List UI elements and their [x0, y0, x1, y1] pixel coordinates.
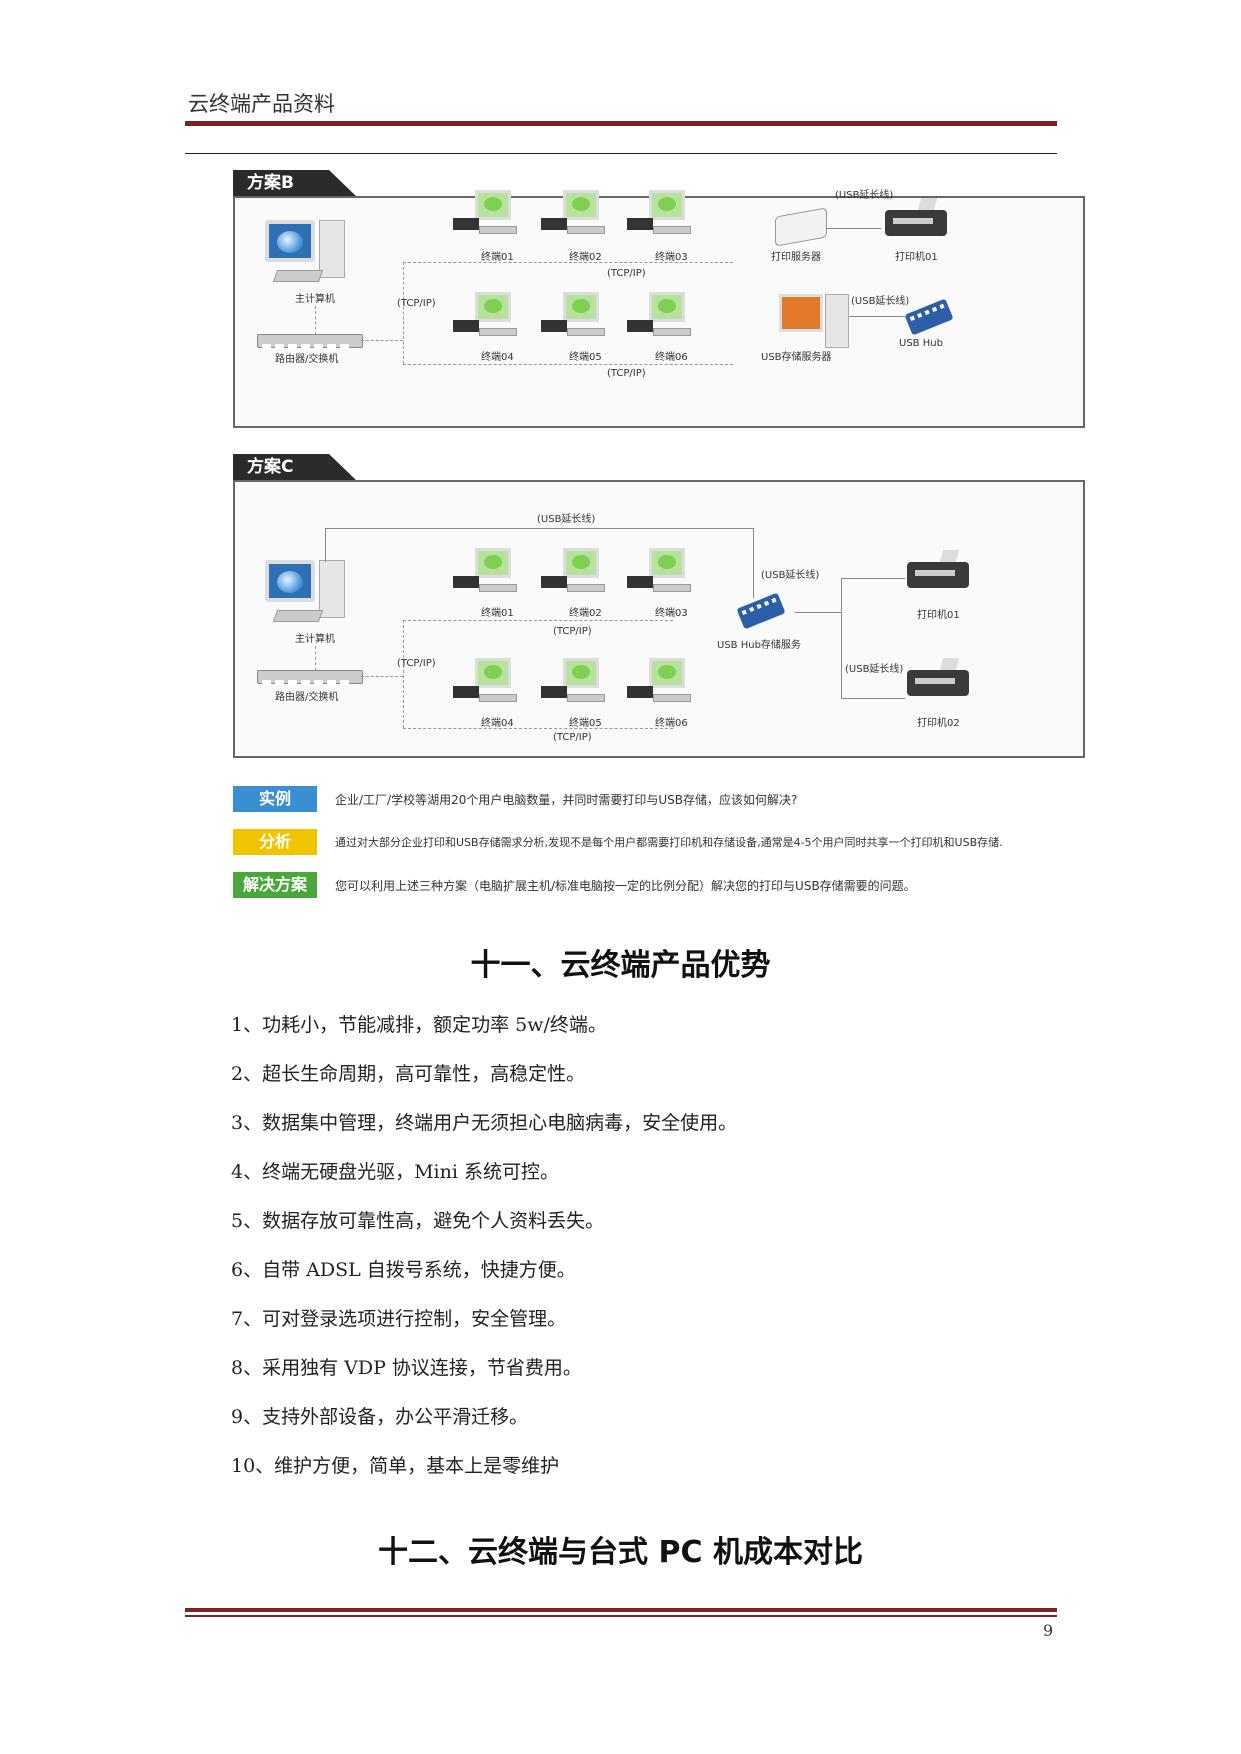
- case-row-analysis: 分析 通过对大部分企业打印和USB存储需求分析,发现不是每个用户都需要打印机和存…: [233, 829, 1093, 857]
- terminal-04-icon: [453, 658, 525, 714]
- usb-ext-label-1: (USB延长线): [835, 190, 894, 201]
- advantages-list: 1、功耗小，节能减排，额定功率 5w/终端。 2、超长生命周期，高可靠性，高稳定…: [231, 1010, 737, 1500]
- usb-storage-server-label: USB存储服务器: [761, 352, 832, 363]
- terminal-05-icon: [541, 292, 613, 348]
- list-item: 9、支持外部设备，办公平滑迁移。: [231, 1406, 529, 1428]
- section-11-title: 十一、云终端产品优势: [470, 948, 771, 983]
- printer-01-icon: [907, 550, 969, 588]
- terminal-06-icon: [627, 292, 699, 348]
- terminal-05-icon: [541, 658, 613, 714]
- case-tag-solution: 解决方案: [233, 872, 317, 898]
- terminal-03-icon: [627, 190, 699, 246]
- tcpip-left-label: (TCP/IP): [397, 298, 436, 309]
- terminal-01-label: 终端01: [481, 252, 514, 263]
- terminal-05-label: 终端05: [569, 718, 602, 729]
- terminal-02-label: 终端02: [569, 608, 602, 619]
- terminal-02-icon: [541, 548, 613, 604]
- usb-hub-icon: [904, 298, 954, 336]
- case-tag-example: 实例: [233, 786, 317, 812]
- list-item: 3、数据集中管理，终端用户无须担心电脑病毒，安全使用。: [231, 1112, 738, 1134]
- tcpip-mid-label: (TCP/IP): [607, 268, 646, 279]
- terminal-01-label: 终端01: [481, 608, 514, 619]
- printer-02-icon: [907, 658, 969, 696]
- list-item: 5、数据存放可靠性高，避免个人资料丢失。: [231, 1210, 605, 1232]
- print-server-label: 打印服务器: [771, 252, 821, 263]
- case-text-analysis: 通过对大部分企业打印和USB存储需求分析,发现不是每个用户都需要打印机和存储设备…: [335, 836, 1003, 849]
- tcpip-mid-label: (TCP/IP): [553, 626, 592, 637]
- header-rule-thick: [185, 121, 1057, 126]
- list-item: 2、超长生命周期，高可靠性，高稳定性。: [231, 1063, 586, 1085]
- printer-01-icon: [885, 198, 947, 236]
- usb-ext-label-2: (USB延长线): [851, 296, 910, 307]
- host-label: 主计算机: [295, 634, 335, 645]
- terminal-01-icon: [453, 190, 525, 246]
- terminal-04-label: 终端04: [481, 718, 514, 729]
- list-item: 1、功耗小，节能减排，额定功率 5w/终端。: [231, 1014, 607, 1036]
- list-item: 6、自带 ADSL 自拨号系统，快捷方便。: [231, 1259, 576, 1281]
- scheme-c-diagram: 主计算机 (USB延长线) 路由器/交换机 (TCP/IP) (TCP/IP) …: [233, 480, 1085, 758]
- tcpip-bottom-label: (TCP/IP): [607, 368, 646, 379]
- terminal-03-icon: [627, 548, 699, 604]
- terminal-05-label: 终端05: [569, 352, 602, 363]
- list-item: 10、维护方便，简单，基本上是零维护: [231, 1455, 560, 1477]
- scheme-b-diagram: 主计算机 路由器/交换机 (TCP/IP) (TCP/IP) (TCP/IP) …: [233, 190, 1085, 428]
- footer-rule-thick: [185, 1608, 1057, 1612]
- usb-hub-storage-icon: [736, 592, 786, 630]
- terminal-06-icon: [627, 658, 699, 714]
- terminal-04-label: 终端04: [481, 352, 514, 363]
- terminal-01-icon: [453, 548, 525, 604]
- case-text-solution: 您可以利用上述三种方案（电脑扩展主机/标准电脑按一定的比例分配）解决您的打印与U…: [335, 879, 916, 893]
- case-row-solution: 解决方案 您可以利用上述三种方案（电脑扩展主机/标准电脑按一定的比例分配）解决您…: [233, 872, 1093, 900]
- tcpip-left-label: (TCP/IP): [397, 658, 436, 669]
- tcpip-bottom-label: (TCP/IP): [553, 732, 592, 743]
- host-label: 主计算机: [295, 294, 335, 305]
- print-server-icon: [775, 207, 827, 247]
- document-header-title: 云终端产品资料: [188, 92, 335, 116]
- printer-02-label: 打印机02: [917, 718, 960, 729]
- header-rule-thin: [185, 153, 1057, 154]
- printer-01-label: 打印机01: [917, 610, 960, 621]
- terminal-06-label: 终端06: [655, 352, 688, 363]
- section-12-title: 十二、云终端与台式 PC 机成本对比: [378, 1535, 863, 1570]
- list-item: 7、可对登录选项进行控制，安全管理。: [231, 1308, 567, 1330]
- router-label: 路由器/交换机: [275, 354, 339, 365]
- terminal-03-label: 终端03: [655, 252, 688, 263]
- usb-ext-low-label: (USB延长线): [845, 664, 904, 675]
- list-item: 8、采用独有 VDP 协议连接，节省费用。: [231, 1357, 582, 1379]
- usb-hub-storage-label: USB Hub存储服务: [717, 640, 801, 651]
- usb-ext-mid-label: (USB延长线): [761, 570, 820, 581]
- page-number: 9: [1043, 1621, 1054, 1640]
- terminal-02-icon: [541, 190, 613, 246]
- terminal-02-label: 终端02: [569, 252, 602, 263]
- case-row-example: 实例 企业/工厂/学校等湖用20个用户电脑数量，并同时需要打印与USB存储，应该…: [233, 786, 1093, 814]
- scheme-b-tab: 方案B: [233, 170, 357, 197]
- case-tag-analysis: 分析: [233, 829, 317, 855]
- footer-rule-thin: [185, 1615, 1057, 1617]
- router-label: 路由器/交换机: [275, 692, 339, 703]
- terminal-04-icon: [453, 292, 525, 348]
- scheme-c-tab: 方案C: [233, 454, 357, 481]
- usb-storage-server-icon: [779, 294, 851, 350]
- terminal-03-label: 终端03: [655, 608, 688, 619]
- printer-01-label: 打印机01: [895, 252, 938, 263]
- router-icon: [257, 670, 363, 686]
- router-icon: [257, 334, 363, 350]
- usb-ext-top-label: (USB延长线): [537, 514, 596, 525]
- list-item: 4、终端无硬盘光驱，Mini 系统可控。: [231, 1161, 559, 1183]
- usb-hub-label: USB Hub: [899, 338, 943, 349]
- terminal-06-label: 终端06: [655, 718, 688, 729]
- case-text-example: 企业/工厂/学校等湖用20个用户电脑数量，并同时需要打印与USB存储，应该如何解…: [335, 793, 798, 807]
